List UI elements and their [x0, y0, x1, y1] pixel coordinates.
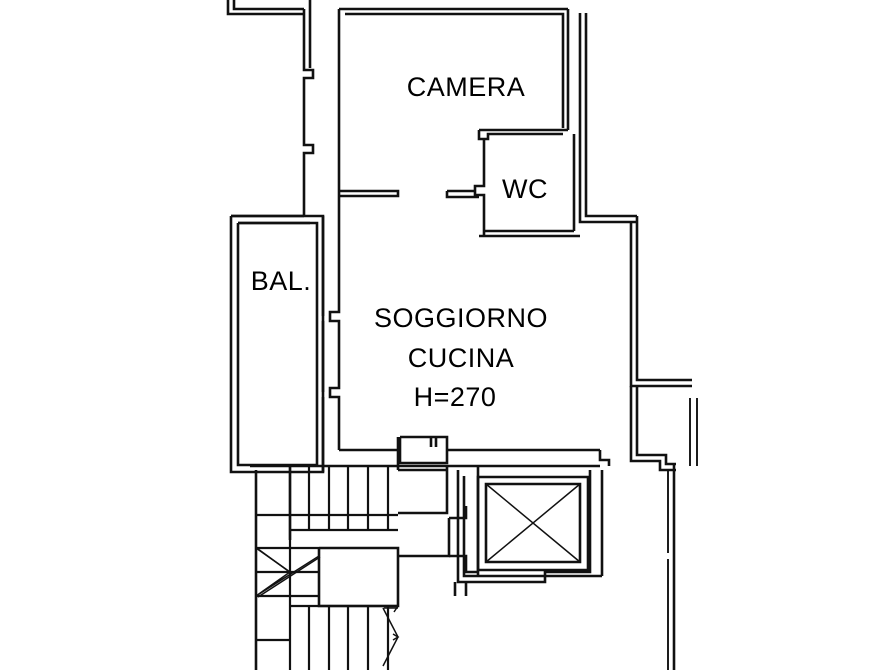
elevator-shaft-outer [476, 475, 590, 572]
balcony-outline [229, 214, 325, 474]
room-label-camera: CAMERA [407, 72, 526, 102]
room-label-cucina: CUCINA [408, 343, 515, 373]
stair-arrow-head-lower-icon [382, 607, 399, 667]
room-labels: CAMERA WC BAL. SOGGIORNO CUCINA H=270 [251, 72, 548, 412]
stair-treads-upper [256, 466, 398, 580]
exterior-walls [226, 0, 698, 472]
stair-treads-lower [256, 580, 398, 670]
stair-landing [255, 546, 400, 608]
room-label-wc: WC [502, 174, 548, 204]
room-label-soggiorno: SOGGIORNO [374, 303, 548, 333]
wc-partition-walls [445, 128, 580, 238]
room-label-ceiling-height: H=270 [414, 382, 497, 412]
lower-right-wall [667, 464, 676, 670]
elevator-cross-icon [485, 483, 581, 563]
stair-direction-arrows [382, 605, 400, 667]
living-room-walls [321, 196, 611, 472]
room-label-balcony: BAL. [251, 266, 312, 296]
